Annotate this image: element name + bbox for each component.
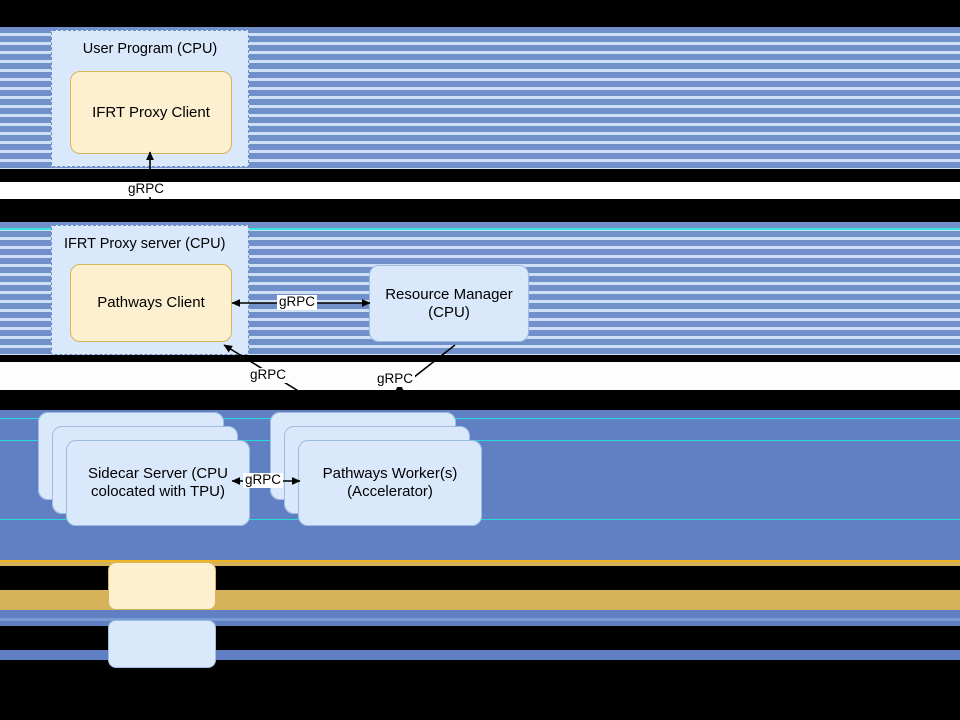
group-user-program-label-visible: User Program (CPU) — [82, 41, 218, 57]
node-sidecar-server-label-line2-visible: colocated with TPU) — [91, 483, 225, 500]
edge-label-pathways-client-sidecar-visible: gRPC — [248, 367, 289, 383]
node-ifrt-proxy-client-visible[interactable]: IFRT Proxy Client — [70, 71, 232, 154]
node-resource-manager-visible[interactable]: Resource Manager (CPU) — [369, 265, 529, 342]
legend-swatch-yellow-visible — [108, 562, 216, 610]
ifrt-proxy-server-visible-region: IFRT Proxy server (CPU) Pathways Client — [51, 222, 249, 355]
edge-label-resource-manager-workers-visible: gRPC — [375, 371, 416, 387]
edge-label-sidecar-workers-visible: gRPC — [243, 472, 284, 488]
group-ifrt-proxy-server-label-visible: IFRT Proxy server (CPU) — [64, 236, 226, 252]
node-pathways-workers-label-line1-visible: Pathways Worker(s) — [322, 465, 458, 482]
edge-label-pathways-client-resource-manager-visible: gRPC — [277, 294, 318, 310]
group-ifrt-proxy-server-visible[interactable]: IFRT Proxy server (CPU) Pathways Client — [51, 225, 249, 355]
node-resource-manager-label-line2-visible: (CPU) — [428, 303, 470, 321]
node-pathways-client-visible[interactable]: Pathways Client — [70, 264, 232, 342]
edge-label-client-to-proxy-server-visible: gRPC — [126, 181, 167, 197]
node-ifrt-proxy-client-label-visible: IFRT Proxy Client — [92, 103, 210, 121]
legend-swatch-blue-visible — [108, 620, 216, 668]
user-program-visible-region: User Program (CPU) IFRT Proxy Client — [51, 27, 249, 169]
node-pathways-workers-stack-visible[interactable]: Pathways Worker(s) (Accelerator) — [270, 412, 490, 530]
node-pathways-workers-visible[interactable]: Pathways Worker(s) (Accelerator) — [298, 440, 482, 526]
node-pathways-workers-label-line2-visible: (Accelerator) — [347, 483, 433, 500]
node-sidecar-server-stack-visible[interactable]: Sidecar Server (CPU colocated with TPU) — [38, 412, 258, 530]
group-user-program-visible[interactable]: User Program (CPU) IFRT Proxy Client — [51, 30, 249, 167]
node-sidecar-server-visible[interactable]: Sidecar Server (CPU colocated with TPU) — [66, 440, 250, 526]
node-pathways-client-label-visible: Pathways Client — [97, 294, 205, 311]
node-sidecar-server-label-line1-visible: Sidecar Server (CPU — [87, 465, 229, 482]
node-resource-manager-label-line1-visible: Resource Manager — [385, 285, 513, 303]
